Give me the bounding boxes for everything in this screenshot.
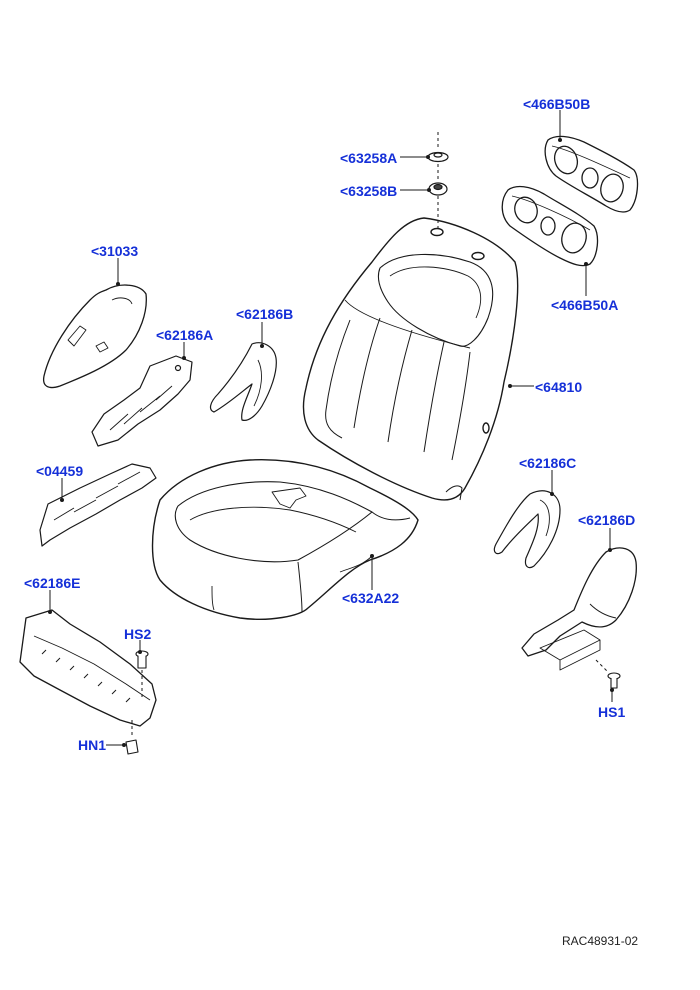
callout-62186C[interactable]: <62186C xyxy=(519,455,577,471)
callout-HN1[interactable]: HN1 xyxy=(78,737,107,753)
callout-466B50B[interactable]: <466B50B xyxy=(523,96,591,112)
screw-HS1 xyxy=(607,672,621,689)
screw-HS2 xyxy=(135,650,149,669)
callout-62186E[interactable]: <62186E xyxy=(24,575,81,591)
headrest-guide-63258B xyxy=(428,182,448,196)
diagram-reference-code: RAC48931-02 xyxy=(562,934,639,948)
leader-lines xyxy=(48,110,614,747)
callout-466B50A[interactable]: <466B50A xyxy=(551,297,619,313)
seat-cushion-632A22 xyxy=(151,459,419,620)
trim-62186B xyxy=(209,342,277,421)
callout-31033[interactable]: <31033 xyxy=(91,243,139,259)
callout-HS2[interactable]: HS2 xyxy=(124,626,152,642)
callout-63258A[interactable]: <63258A xyxy=(340,150,398,166)
callout-62186A[interactable]: <62186A xyxy=(156,327,214,343)
bracket-62186A xyxy=(91,355,193,447)
callout-62186D[interactable]: <62186D xyxy=(578,512,636,528)
trim-62186D xyxy=(521,547,637,671)
trim-62186C xyxy=(493,490,561,569)
back-panel-466B50A xyxy=(501,185,599,267)
callout-632A22[interactable]: <632A22 xyxy=(342,590,400,606)
headrest-guide-63258A xyxy=(427,151,449,163)
callout-63258B[interactable]: <63258B xyxy=(340,183,398,199)
seat-back-cushion-64810 xyxy=(302,217,519,501)
back-panel-466B50B xyxy=(544,135,639,213)
trim-panel-31033 xyxy=(42,284,147,389)
fastener-axis-lines xyxy=(131,659,609,738)
nut-HN1 xyxy=(125,739,139,755)
callout-64810[interactable]: <64810 xyxy=(535,379,583,395)
callout-HS1[interactable]: HS1 xyxy=(598,704,626,720)
trim-62186E xyxy=(19,609,157,727)
callout-62186B[interactable]: <62186B xyxy=(236,306,294,322)
callout-04459[interactable]: <04459 xyxy=(36,463,84,479)
trim-04459 xyxy=(39,463,157,547)
